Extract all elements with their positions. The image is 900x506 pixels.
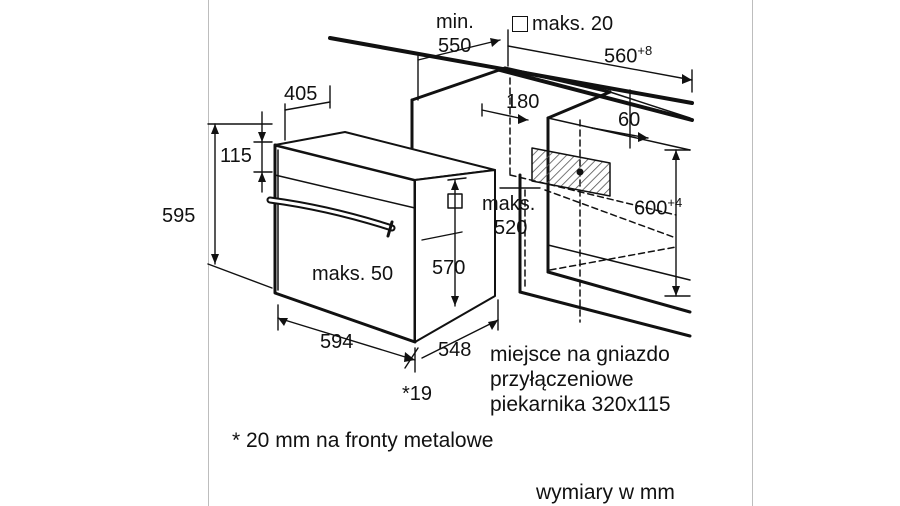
- units-note: wymiary w mm: [536, 481, 675, 504]
- dimension-594: 594: [320, 331, 354, 353]
- dimension-570: 570: [432, 257, 466, 279]
- dimension-115: 115: [220, 145, 252, 167]
- socket-note-line-1: miejsce na gniazdo: [490, 343, 670, 366]
- square-symbol-icon: [512, 16, 528, 32]
- dimension-180: 180: [506, 91, 540, 113]
- oven-handle: [266, 196, 396, 238]
- dimension-star-19: *19: [402, 383, 433, 405]
- hidden-lines: [509, 77, 677, 323]
- dimension-548: 548: [438, 339, 472, 361]
- dimension-595: 595: [162, 205, 196, 227]
- oven-body: [273, 131, 496, 344]
- dimension-60: 60: [618, 109, 641, 131]
- dimension-maks-50: maks. 50: [312, 263, 394, 285]
- dimension-maks-label: maks.: [482, 193, 536, 215]
- cabinet: [410, 66, 692, 338]
- min-label: min.: [436, 11, 474, 33]
- dimension-600: 600+4: [634, 195, 683, 220]
- arrowheads: [211, 38, 692, 362]
- socket-note-line-3: piekarnika 320x115: [490, 393, 671, 416]
- frame-line-left: [208, 0, 209, 506]
- dimension-405: 405: [284, 83, 318, 105]
- socket-note-line-2: przyłączeniowe: [490, 368, 634, 391]
- footnote: * 20 mm na fronty metalowe: [232, 429, 494, 452]
- socket-area: [531, 147, 611, 197]
- socket-note: miejsce na gniazdo przyłączeniowe piekar…: [490, 342, 671, 417]
- dimension-520: 520: [494, 217, 528, 239]
- frame-line-right: [752, 0, 753, 506]
- dimension-550: 550: [438, 35, 472, 57]
- dimension-560: 560+8: [604, 43, 653, 68]
- dimension-maks-20: maks. 20: [532, 13, 614, 35]
